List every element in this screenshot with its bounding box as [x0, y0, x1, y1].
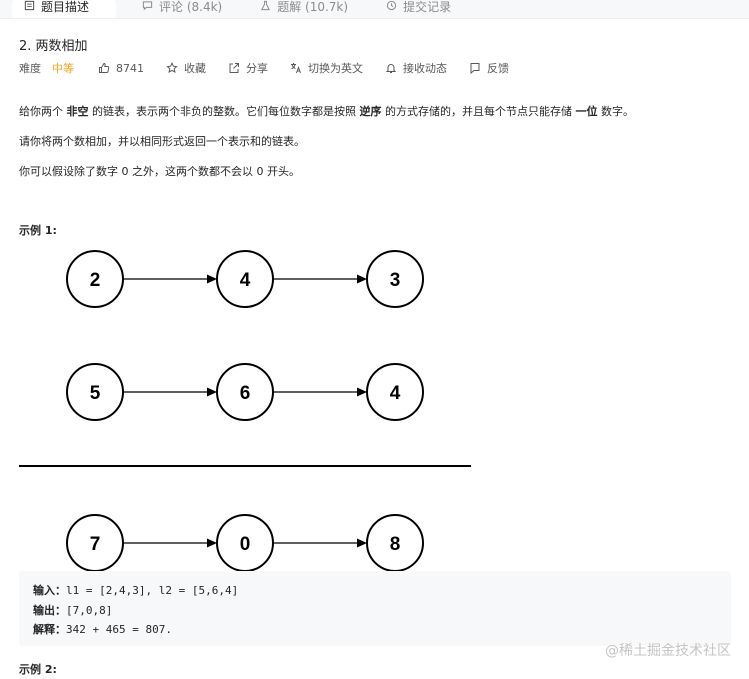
arrow-icon: [207, 387, 217, 397]
bell-icon: [385, 64, 397, 73]
node-value: 3: [390, 270, 401, 291]
share-label: 分享: [246, 62, 268, 75]
subscribe-button[interactable]: 接收动态: [385, 60, 447, 76]
feedback-label: 反馈: [487, 62, 509, 75]
description-paragraph: 请你将两个数相加，并以相同形式返回一个表示和的链表。: [19, 135, 305, 148]
watermark: @稀土掘金技术社区: [605, 643, 731, 659]
list-node: 4: [216, 250, 274, 308]
linked-list-diagram: 2 4 3 5 6 4 7 0 8: [19, 250, 471, 572]
like-button[interactable]: 8741: [98, 62, 144, 75]
description-icon: [24, 0, 35, 11]
example-2-title: 示例 2:: [19, 663, 57, 676]
list-node: 0: [216, 514, 274, 572]
list-node: 4: [366, 363, 424, 421]
favorite-button[interactable]: 收藏: [166, 60, 206, 76]
tab-label: 题解 (10.7k): [277, 0, 349, 14]
arrow-icon: [357, 274, 367, 284]
feedback-icon: [470, 63, 480, 74]
list-node: 3: [366, 250, 424, 308]
tab-bar: 题目描述 评论 (8.4k) 题解 (10.7k) 提交记录: [0, 0, 749, 19]
node-value: 7: [90, 534, 101, 555]
list-node: 8: [366, 514, 424, 572]
tab-label: 题目描述: [41, 0, 90, 14]
translate-icon: [291, 63, 301, 74]
tab-description[interactable]: 题目描述: [12, 0, 116, 18]
difficulty-badge: 中等: [52, 62, 74, 75]
list-node: 5: [66, 363, 124, 421]
arrow-icon: [207, 274, 217, 284]
tab-solutions[interactable]: 题解 (10.7k): [248, 0, 360, 18]
favorite-label: 收藏: [184, 62, 206, 75]
list-node: 7: [66, 514, 124, 572]
node-value: 2: [90, 270, 101, 291]
translate-label: 切换为英文: [308, 62, 363, 75]
node-value: 4: [240, 270, 251, 291]
star-icon: [166, 62, 178, 73]
node-value: 0: [240, 534, 251, 555]
tab-label: 提交记录: [403, 0, 452, 14]
tab-submissions[interactable]: 提交记录: [374, 0, 463, 18]
share-button[interactable]: 分享: [228, 60, 268, 76]
difficulty-label: 难度: [19, 62, 41, 75]
arrow-icon: [207, 538, 217, 548]
description-paragraph: 给你两个 非空 的链表，表示两个非负的整数。它们每位数字都是按照 逆序 的方式存…: [19, 105, 634, 118]
thumbs-up-icon: [99, 62, 110, 73]
example-output: 输出：[7,0,8]: [33, 604, 113, 617]
list-node: 2: [66, 250, 124, 308]
description-paragraph: 你可以假设除了数字 0 之外，这两个数都不会以 0 开头。: [19, 165, 300, 178]
arrow-icon: [357, 387, 367, 397]
comment-icon: [142, 0, 153, 11]
translate-button[interactable]: 切换为英文: [290, 60, 363, 76]
tab-label: 评论 (8.4k): [159, 0, 223, 14]
like-count: 8741: [116, 61, 144, 75]
flask-icon: [260, 0, 271, 11]
problem-meta: 难度 中等 8741 收藏 分享 切换为英文 接收动态 反馈: [19, 60, 531, 76]
problem-title: 2. 两数相加: [19, 39, 88, 54]
node-value: 5: [90, 383, 101, 404]
node-value: 6: [240, 383, 251, 404]
clock-icon: [386, 0, 397, 11]
example-explanation: 解释：342 + 465 = 807.: [33, 623, 172, 636]
share-icon: [229, 63, 239, 73]
node-value: 4: [390, 383, 401, 404]
example-1-io-block: 输入：l1 = [2,4,3], l2 = [5,6,4] 输出：[7,0,8]…: [19, 571, 731, 646]
example-1-title: 示例 1:: [19, 224, 57, 237]
feedback-button[interactable]: 反馈: [469, 60, 509, 76]
tab-comments[interactable]: 评论 (8.4k): [130, 0, 234, 18]
node-value: 8: [390, 534, 401, 555]
arrow-icon: [357, 538, 367, 548]
example-input: 输入：l1 = [2,4,3], l2 = [5,6,4]: [33, 584, 239, 597]
subscribe-label: 接收动态: [403, 62, 447, 75]
list-node: 6: [216, 363, 274, 421]
